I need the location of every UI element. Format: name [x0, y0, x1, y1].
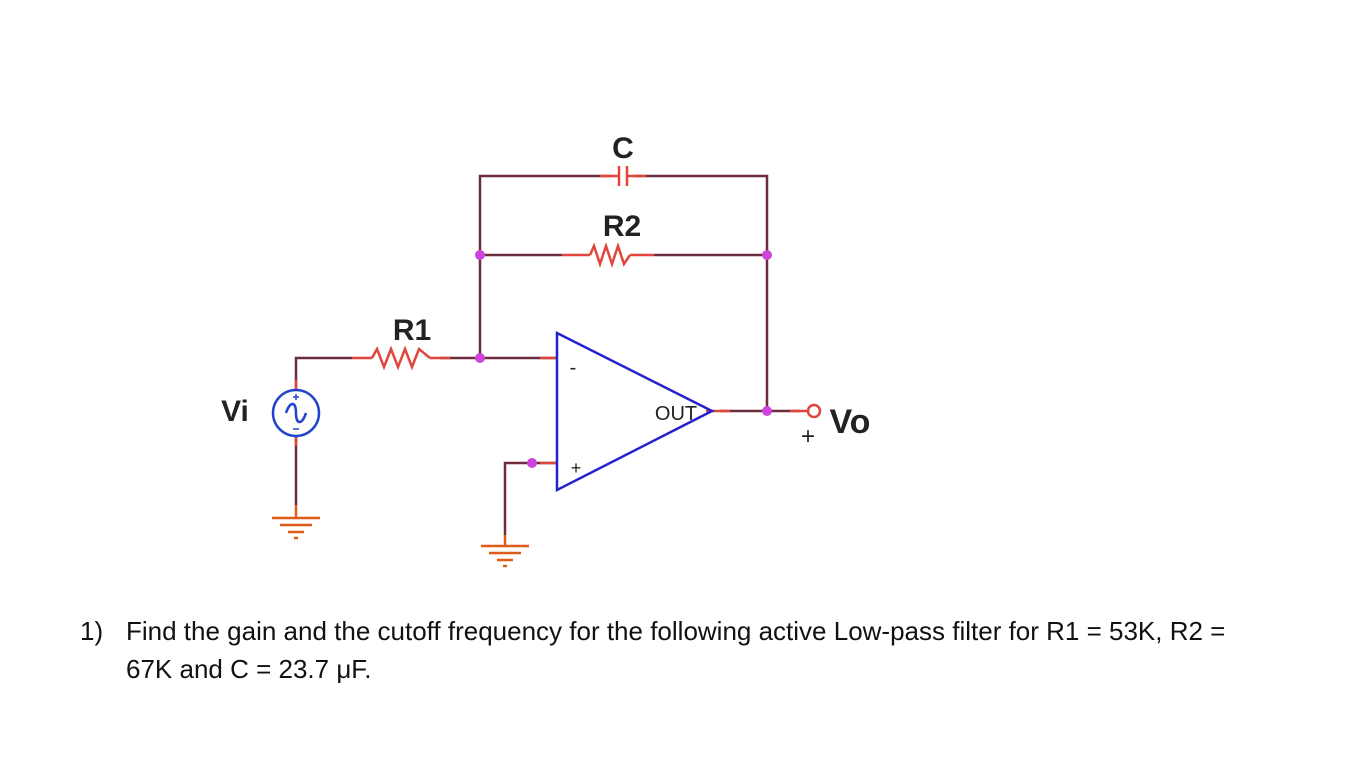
resistor-r1-label: R1 [393, 314, 431, 347]
op-amp-minus-label: - [570, 357, 577, 379]
op-amp-plus-label: + [571, 458, 582, 478]
output-terminal [806, 403, 822, 419]
resistor-r1 [370, 345, 431, 371]
junction-nodes [475, 250, 772, 468]
problem-text: Find the gain and the cutoff frequency f… [126, 616, 1226, 684]
wire [294, 174, 800, 535]
capacitor-c [617, 166, 629, 186]
capacitor-label: C [612, 132, 634, 165]
source-label: Vi [221, 395, 249, 428]
output-label: Vo [830, 403, 871, 441]
output-plus-label: + [801, 423, 815, 450]
problem-statement: 1) Find the gain and the cutoff frequenc… [80, 612, 1280, 688]
op-amp [555, 330, 715, 493]
resistor-r2-label: R2 [603, 210, 641, 243]
component-leads [294, 174, 808, 465]
op-amp-out-label: OUT [655, 403, 697, 425]
ground-symbol [481, 535, 529, 568]
voltage-source-vi [271, 388, 321, 438]
problem-number: 1) [80, 616, 104, 646]
ground-symbol [272, 505, 320, 540]
resistor-r2 [588, 242, 632, 268]
